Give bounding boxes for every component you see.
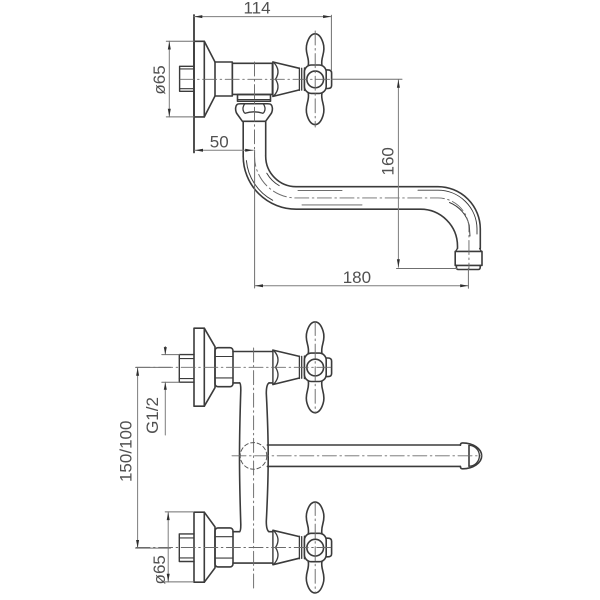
svg-text:180: 180 <box>343 268 371 287</box>
svg-text:G1/2: G1/2 <box>143 397 162 434</box>
svg-text:50: 50 <box>210 133 229 152</box>
svg-text:ø65: ø65 <box>150 65 169 94</box>
svg-text:150/100: 150/100 <box>117 421 136 482</box>
svg-text:ø65: ø65 <box>150 555 169 584</box>
svg-text:114: 114 <box>243 0 270 18</box>
svg-text:160: 160 <box>378 147 397 175</box>
